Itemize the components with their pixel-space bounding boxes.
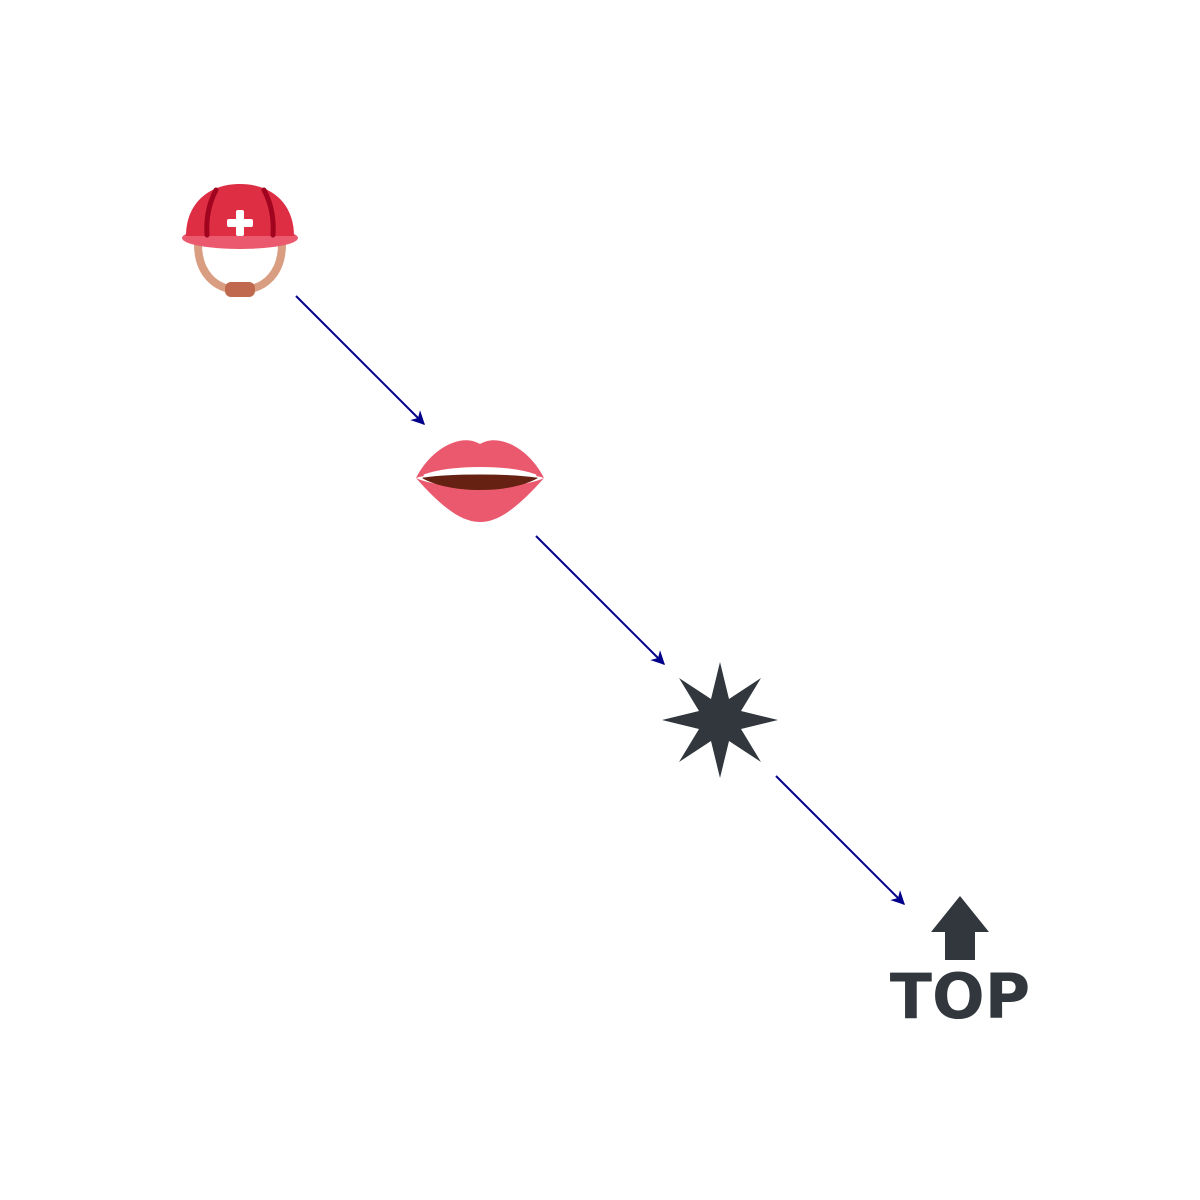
mouth-icon: [416, 440, 544, 522]
edge-mouth-to-sparkle: [535, 535, 665, 665]
edge-sparkle-to-top: [775, 775, 905, 905]
edges: [295, 295, 905, 905]
top-label: TOP: [890, 960, 1030, 1033]
eight-pointed-star-icon: [662, 662, 778, 778]
edge-helmet-to-mouth: [295, 295, 425, 425]
top-arrow-icon: TOP: [890, 896, 1030, 1033]
rescue-worker-helmet-icon: [182, 184, 298, 297]
